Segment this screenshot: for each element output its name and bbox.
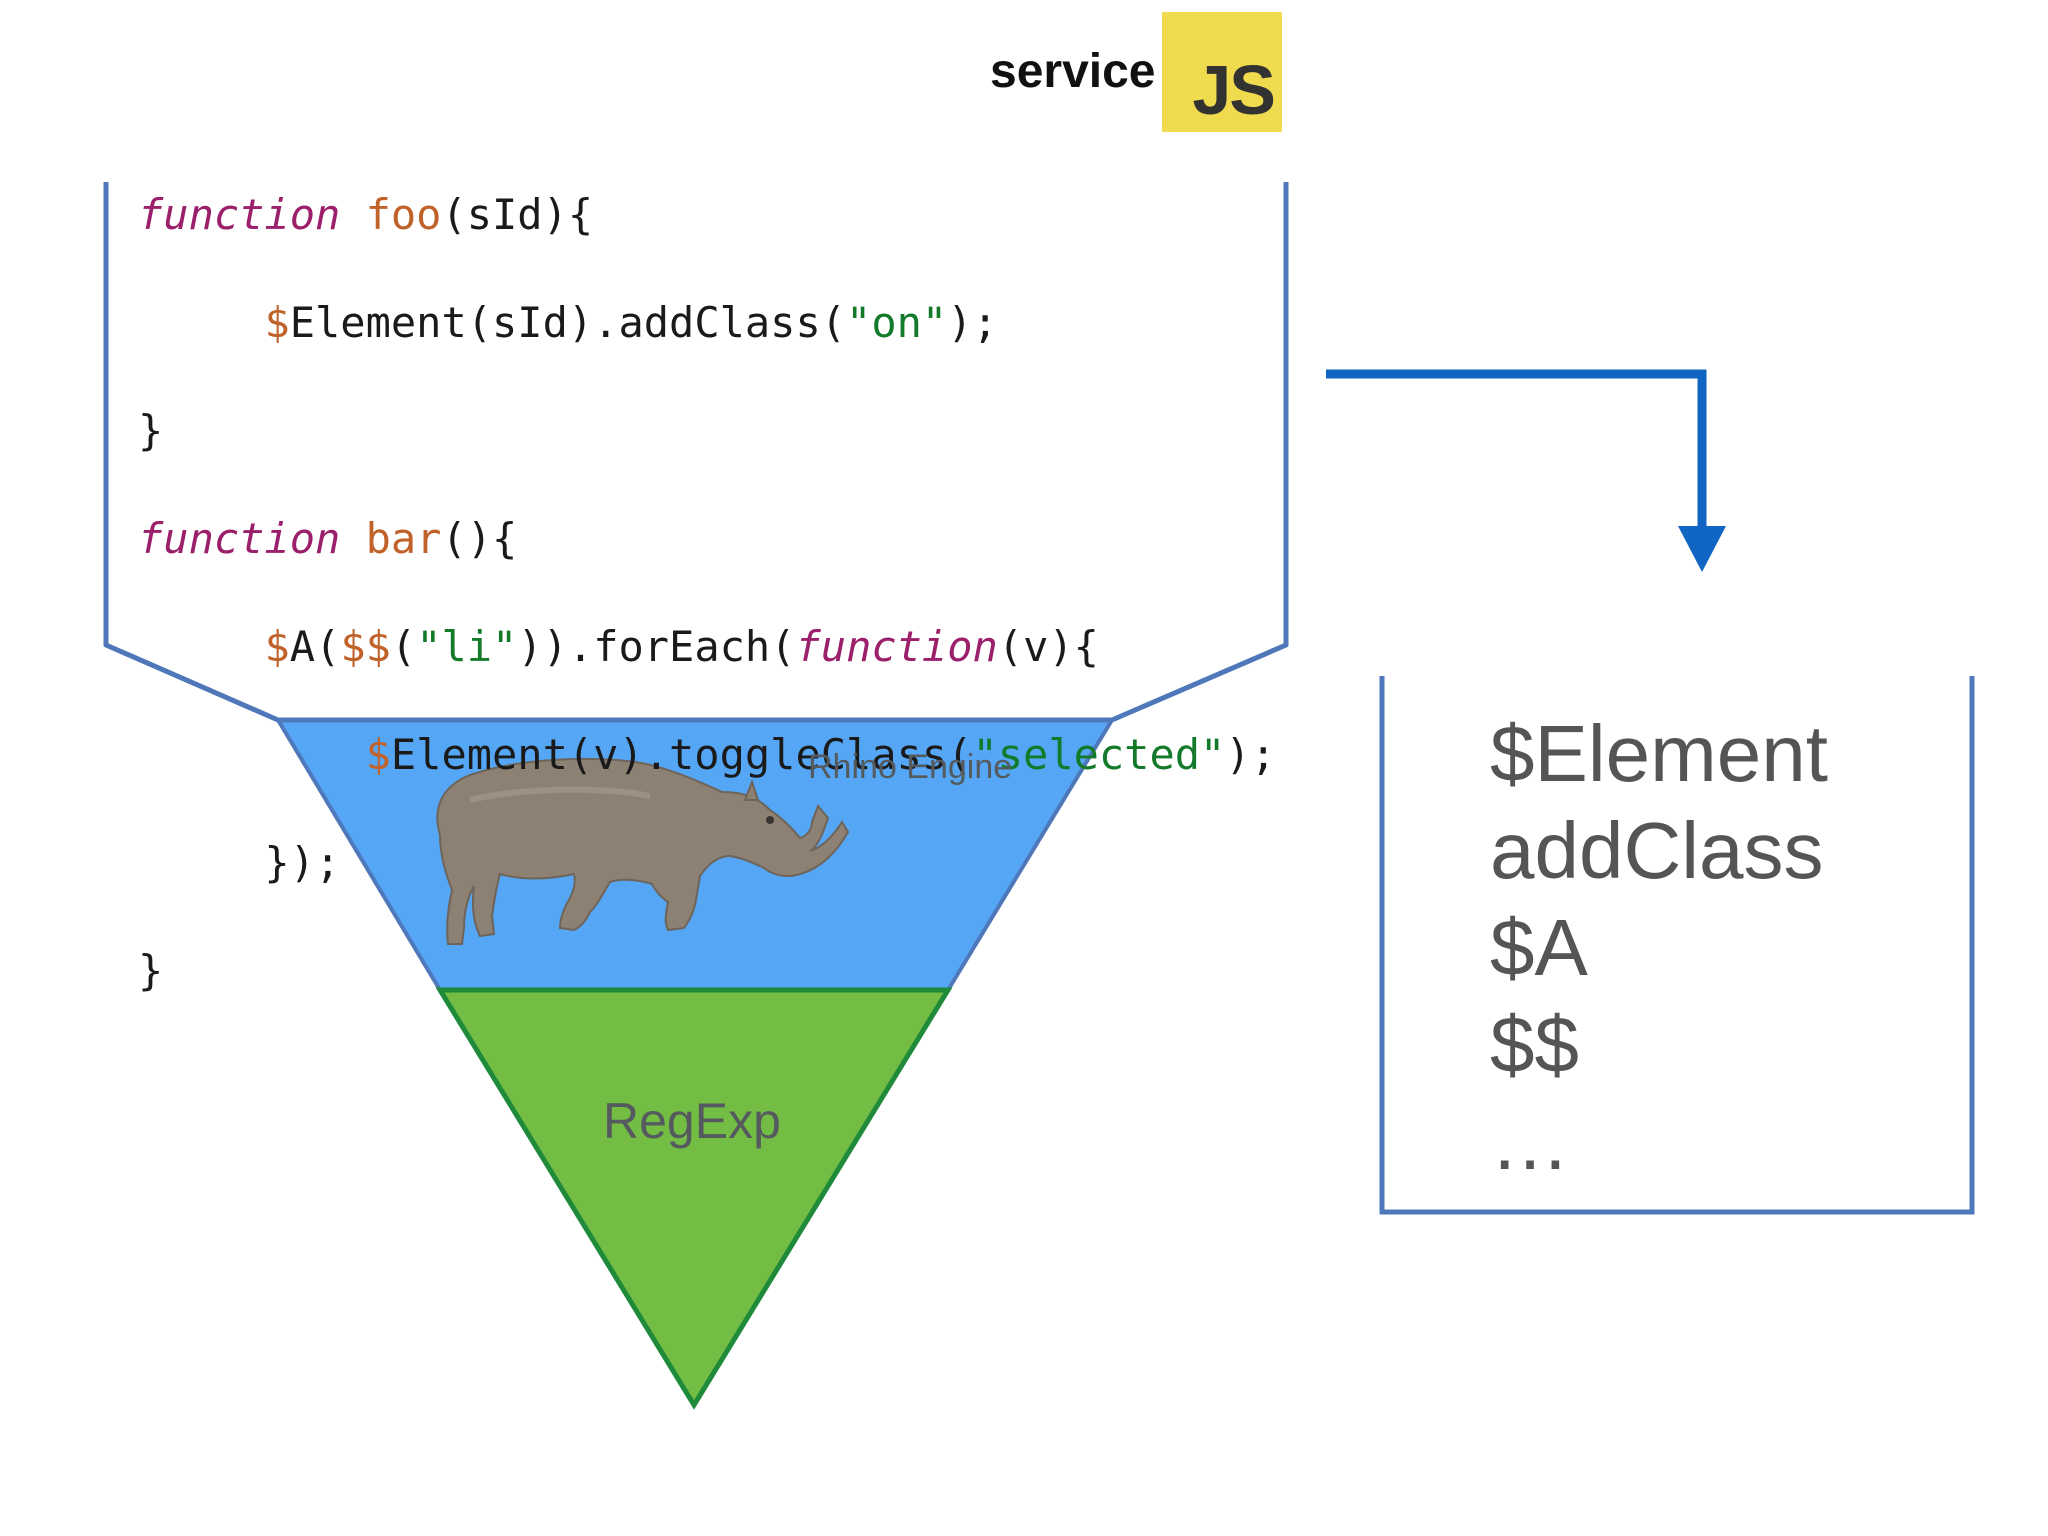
code-token: A( xyxy=(289,622,341,671)
code-token: $ xyxy=(264,622,290,671)
rhino-image xyxy=(436,757,850,945)
code-line: } xyxy=(138,944,1276,998)
code-token: ); xyxy=(1225,730,1276,779)
js-logo-icon: JS xyxy=(1162,12,1282,132)
code-token: $ xyxy=(264,298,290,347)
code-line: function bar(){ xyxy=(138,512,1276,566)
code-token: $ xyxy=(365,730,391,779)
code-token: Element(v).toggleClass( xyxy=(390,730,973,779)
list-item: … xyxy=(1490,1097,1570,1186)
code-token xyxy=(340,190,365,239)
code-token: }); xyxy=(138,838,341,887)
list-item: addClass xyxy=(1490,806,1824,895)
code-token: (sId){ xyxy=(441,190,594,239)
code-token: (){ xyxy=(441,514,518,563)
code-token: } xyxy=(138,946,164,995)
code-line: $Element(sId).addClass("on"); xyxy=(138,296,1276,350)
list-item: $A xyxy=(1490,903,1588,992)
code-token: bar xyxy=(365,514,442,563)
code-token xyxy=(340,514,365,563)
service-label: service xyxy=(990,45,1156,98)
code-token: "li" xyxy=(416,622,518,671)
code-token: "on" xyxy=(846,298,948,347)
regexp-label: RegExp xyxy=(603,1093,781,1149)
code-token: function xyxy=(795,622,998,671)
code-token: $$ xyxy=(340,622,391,671)
list-item: $Element xyxy=(1490,709,1828,798)
code-line: function foo(sId){ xyxy=(138,188,1276,242)
code-token: } xyxy=(138,406,164,455)
code-token: function xyxy=(138,514,341,563)
code-token: )).forEach( xyxy=(517,622,796,671)
extracted-identifiers-list: $Element addClass $A $$ … xyxy=(1490,705,1828,1190)
code-container-outline xyxy=(103,182,1289,723)
code-token: ( xyxy=(390,622,417,671)
code-token: function xyxy=(138,190,341,239)
code-token: Element(sId).addClass( xyxy=(289,298,847,347)
code-token xyxy=(138,730,366,779)
js-logo-text: JS xyxy=(1192,51,1276,129)
code-token: ); xyxy=(947,298,998,347)
code-token: foo xyxy=(365,190,442,239)
code-token xyxy=(138,298,264,347)
flow-arrow xyxy=(1326,369,1726,572)
code-token xyxy=(138,622,264,671)
code-line: $Element(v).toggleClass("selected"); xyxy=(138,728,1276,782)
code-token: "selected" xyxy=(972,730,1226,779)
regexp-section xyxy=(435,987,953,1410)
code-line: }); xyxy=(138,836,1276,890)
code-line: } xyxy=(138,404,1276,458)
rhino-engine-label: Rhino Engine xyxy=(808,748,1013,786)
code-line: $A($$("li")).forEach(function(v){ xyxy=(138,620,1276,674)
code-token: (v){ xyxy=(997,622,1099,671)
list-item: $$ xyxy=(1490,1000,1579,1089)
output-bracket xyxy=(1379,676,1975,1215)
code-snippet: function foo(sId){ $Element(sId).addClas… xyxy=(138,188,1276,1052)
